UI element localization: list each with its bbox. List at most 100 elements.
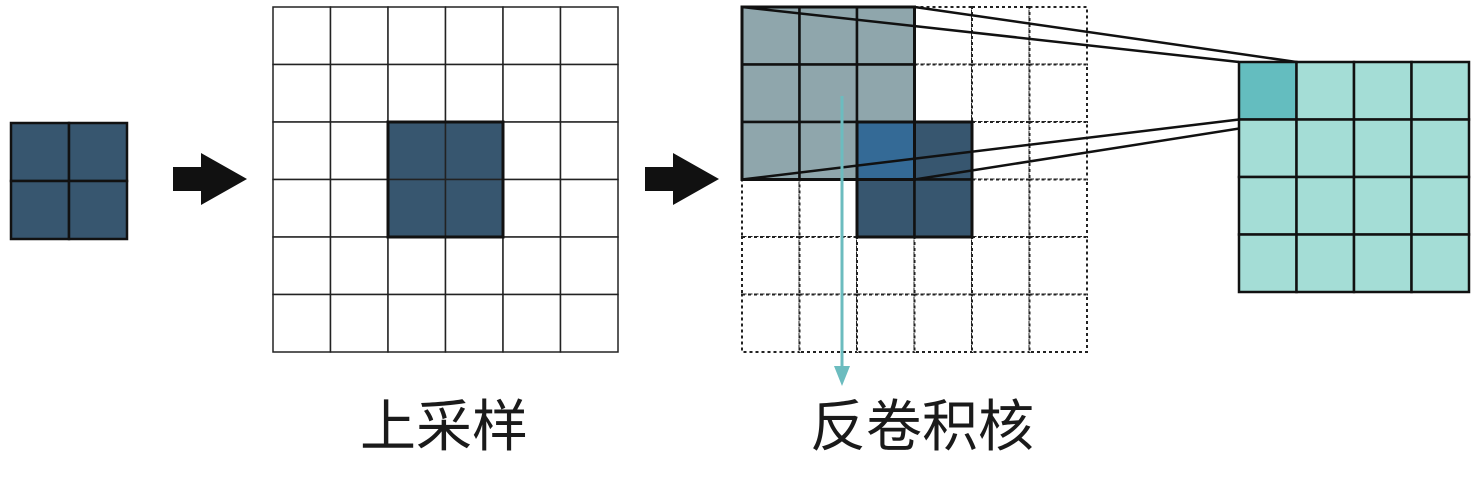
projection-line [914, 118, 1297, 181]
right-arrow-icon [173, 153, 247, 205]
upsampled-empty-cell [329, 236, 389, 296]
upsampled-grid [272, 6, 619, 353]
output-cell [1295, 60, 1356, 121]
upsampled-empty-cell [559, 6, 619, 66]
conv-kernel-cell [798, 63, 859, 124]
conv-kernel-cell [740, 63, 801, 124]
upsampled-empty-cell [329, 293, 389, 353]
input-region-border [855, 120, 974, 239]
upsampled-filled-cell [387, 178, 447, 238]
output-cell [1410, 118, 1471, 179]
output-cell [1295, 118, 1356, 179]
conv-empty-cell [913, 6, 973, 66]
upsampled-empty-cell [329, 121, 389, 181]
output-cell [1352, 233, 1413, 294]
upsampled-empty-cell [387, 63, 447, 123]
conv-empty-cell [913, 63, 973, 123]
projection-line [741, 118, 1240, 181]
conv-empty-cell [741, 178, 801, 238]
deconvolution-grid [740, 5, 1088, 353]
upsampled-empty-cell [272, 178, 332, 238]
upsampled-empty-cell [387, 6, 447, 66]
upsampled-empty-cell [444, 63, 504, 123]
upsampled-empty-cell [502, 236, 562, 296]
conv-kernel-cell [855, 5, 916, 66]
conv-empty-cell [913, 236, 973, 296]
conv-kernel-cell [855, 63, 916, 124]
conv-empty-cell [798, 293, 858, 353]
input-feature-map [9, 121, 129, 241]
upsampled-empty-cell [444, 236, 504, 296]
upsampled-empty-cell [272, 293, 332, 353]
conv-empty-cell [798, 178, 858, 238]
upsampled-empty-cell [329, 6, 389, 66]
conv-empty-cell [971, 178, 1031, 238]
conv-empty-cell [971, 293, 1031, 353]
upsampled-empty-cell [502, 178, 562, 238]
upsampled-empty-cell [444, 293, 504, 353]
upsampled-empty-cell [559, 178, 619, 238]
upsampled-filled-cell [444, 121, 504, 181]
conv-input-cell [913, 178, 974, 239]
upsampled-empty-cell [559, 63, 619, 123]
conv-empty-cell [741, 236, 801, 296]
input-cell [9, 179, 71, 241]
upsampled-filled-cell [444, 178, 504, 238]
conv-empty-cell [856, 236, 916, 296]
upsampled-empty-cell [272, 121, 332, 181]
output-cell [1295, 233, 1356, 294]
upsampled-empty-cell [502, 63, 562, 123]
upsampled-empty-cell [329, 178, 389, 238]
upsampled-empty-cell [444, 6, 504, 66]
conv-empty-cell [741, 293, 801, 353]
conv-empty-cell [856, 293, 916, 353]
input-cell [67, 179, 129, 241]
conv-empty-cell [1028, 178, 1088, 238]
upsampled-empty-cell [502, 6, 562, 66]
output-cell [1237, 233, 1298, 294]
output-cell [1410, 175, 1471, 236]
output-cell [1410, 60, 1471, 121]
conv-input-cell [855, 178, 916, 239]
conv-empty-cell [1028, 293, 1088, 353]
conv-empty-cell [971, 236, 1031, 296]
output-cell [1295, 175, 1356, 236]
output-highlight-cell [1237, 60, 1298, 121]
upsampled-empty-cell [559, 121, 619, 181]
upsampled-filled-cell [387, 121, 447, 181]
conv-empty-cell [1028, 236, 1088, 296]
upsampled-empty-cell [329, 63, 389, 123]
conv-empty-cell [1028, 6, 1088, 66]
projection-line [741, 5, 1240, 64]
output-cell [1352, 60, 1413, 121]
kernel-window-border [740, 5, 916, 181]
arrow-shape [645, 153, 719, 205]
upsampled-empty-cell [502, 121, 562, 181]
conv-empty-cell [798, 236, 858, 296]
down-arrow-head [834, 366, 850, 386]
output-cell [1237, 118, 1298, 179]
deconv-kernel-label: 反卷积核 [810, 395, 1034, 460]
output-feature-map [1237, 60, 1471, 294]
projection-line [914, 5, 1297, 64]
conv-empty-cell [971, 63, 1031, 123]
conv-empty-cell [913, 293, 973, 353]
kernel-projection-lines [741, 5, 1297, 181]
input-cell [9, 121, 71, 183]
upsampled-empty-cell [387, 293, 447, 353]
right-arrow-icon [645, 153, 719, 205]
output-cell [1352, 118, 1413, 179]
conv-kernel-cell [740, 120, 801, 181]
upsampled-empty-cell [559, 236, 619, 296]
upsampled-empty-cell [559, 293, 619, 353]
upsampled-empty-cell [272, 6, 332, 66]
conv-empty-cell [1028, 63, 1088, 123]
down-arrow-icon [834, 96, 850, 386]
conv-kernel-cell [740, 5, 801, 66]
conv-overlap-cell [855, 120, 916, 181]
upsample-label: 上采样 [360, 395, 528, 460]
output-cell [1237, 175, 1298, 236]
upsampled-empty-cell [272, 63, 332, 123]
